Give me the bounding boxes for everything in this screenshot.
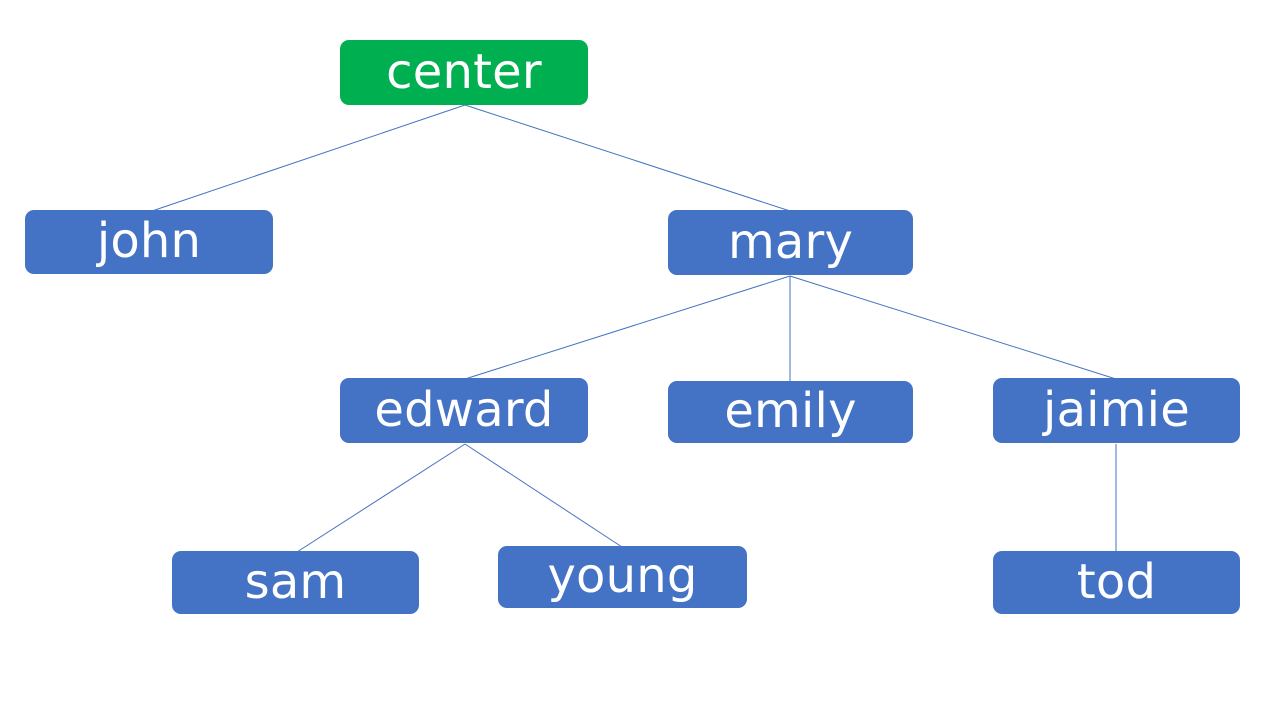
tree-node-label-center: center: [386, 43, 542, 100]
tree-node-mary[interactable]: mary: [668, 210, 913, 275]
tree-edge-center-john: [151, 104, 466, 212]
tree-node-label-young: young: [547, 548, 698, 604]
tree-node-jaimie[interactable]: jaimie: [993, 378, 1240, 443]
tree-edge-mary-edward: [464, 275, 791, 380]
tree-node-label-jaimie: jaimie: [1043, 381, 1190, 438]
tree-node-label-tod: tod: [1076, 553, 1157, 610]
tree-node-label-emily: emily: [724, 383, 857, 439]
tree-node-young[interactable]: young: [498, 546, 747, 608]
tree-edge-edward-young: [464, 443, 623, 548]
tree-node-label-mary: mary: [727, 213, 854, 270]
tree-edge-mary-jaimie: [789, 275, 1117, 380]
tree-node-john[interactable]: john: [25, 210, 273, 274]
tree-node-sam[interactable]: sam: [172, 551, 419, 614]
tree-node-edward[interactable]: edward: [340, 378, 588, 443]
tree-node-emily[interactable]: emily: [668, 381, 913, 443]
tree-node-label-edward: edward: [374, 381, 554, 438]
tree-node-tod[interactable]: tod: [993, 551, 1240, 614]
tree-edge-edward-sam: [296, 443, 466, 553]
tree-node-center[interactable]: center: [340, 40, 588, 105]
tree-node-label-sam: sam: [244, 553, 347, 610]
tree-node-label-john: john: [96, 213, 202, 269]
tree-edge-center-mary: [464, 104, 791, 212]
